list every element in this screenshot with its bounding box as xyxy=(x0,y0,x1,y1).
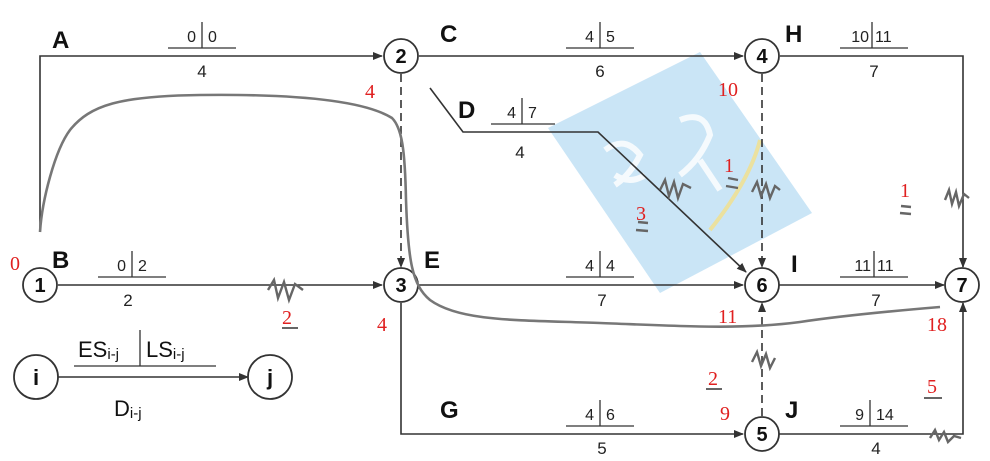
arrow-j xyxy=(779,302,967,435)
label-i: I xyxy=(791,251,798,278)
time-node-4: 10 xyxy=(718,79,738,101)
ls-h: 11 xyxy=(875,29,892,46)
free-float-marks xyxy=(266,176,970,445)
watermark xyxy=(548,52,812,293)
float-b: 2 xyxy=(282,307,292,329)
underline-marks xyxy=(282,327,942,399)
label-c: C xyxy=(440,21,457,48)
ls-a: 0 xyxy=(208,29,217,46)
legend-es-sub: i-j xyxy=(107,346,119,363)
node-4: 4 xyxy=(744,38,780,74)
es-e: 4 xyxy=(585,258,594,275)
params-e: 4 4 xyxy=(566,251,634,278)
params-j: 9 14 xyxy=(840,400,908,427)
float-g: 2 xyxy=(708,368,718,390)
legend-ls-sub: i-j xyxy=(173,346,185,363)
node-2: 2 xyxy=(383,38,419,74)
params-b: 0 2 xyxy=(98,251,166,278)
svg-text:6: 6 xyxy=(756,275,767,297)
legend-d-sub: i-j xyxy=(130,405,142,422)
dur-c: 6 xyxy=(595,62,604,81)
ls-i: 11 xyxy=(877,258,894,275)
params-c: 4 5 xyxy=(566,22,634,49)
svg-text:Di-j: Di-j xyxy=(114,396,142,422)
float-c: 1 xyxy=(724,155,734,177)
label-e: E xyxy=(424,247,440,274)
dur-i: 7 xyxy=(871,291,880,310)
label-b: B xyxy=(52,247,69,274)
params-i: 11 11 xyxy=(840,251,908,278)
time-annotations: 0 4 4 10 11 9 18 2 3 1 1 2 5 xyxy=(10,79,947,425)
svg-text:2: 2 xyxy=(395,46,406,68)
dur-g: 5 xyxy=(597,439,606,458)
ls-b: 2 xyxy=(138,258,147,275)
label-h: H xyxy=(785,21,802,48)
ls-e: 4 xyxy=(606,258,615,275)
legend-es: ES xyxy=(78,337,107,362)
dur-h: 7 xyxy=(869,62,878,81)
arrow-a xyxy=(39,52,383,232)
ls-d: 7 xyxy=(528,105,537,122)
es-a: 0 xyxy=(187,29,196,46)
node-5: 5 xyxy=(744,416,780,452)
critical-path-sketch xyxy=(38,93,941,328)
label-g: G xyxy=(440,397,459,424)
legend-ls: LS xyxy=(146,337,173,362)
label-j: J xyxy=(785,397,798,424)
time-node-7: 18 xyxy=(927,314,947,336)
es-j: 9 xyxy=(855,407,864,424)
legend-j: j xyxy=(266,365,273,390)
dur-j: 4 xyxy=(871,439,880,458)
ls-j: 14 xyxy=(876,407,894,424)
legend: i j ESi-j LSi-j Di-j xyxy=(13,330,293,422)
arrow-d xyxy=(429,87,747,273)
dur-e: 7 xyxy=(597,291,606,310)
params-d: 4 7 xyxy=(491,98,555,125)
es-i: 11 xyxy=(854,258,871,275)
node-7: 7 xyxy=(944,267,980,303)
svg-text:4: 4 xyxy=(756,46,768,68)
float-h: 1 xyxy=(900,180,910,202)
node-6: 6 xyxy=(744,267,780,303)
label-a: A xyxy=(52,27,69,54)
es-b: 0 xyxy=(117,258,126,275)
svg-text:LSi-j: LSi-j xyxy=(146,337,185,363)
params-g: 4 6 xyxy=(566,400,634,427)
float-d: 3 xyxy=(636,203,646,225)
arrow-g xyxy=(400,303,744,438)
time-node-2: 4 xyxy=(365,81,375,103)
dur-a: 4 xyxy=(197,62,206,81)
legend-i: i xyxy=(33,365,39,390)
es-d: 4 xyxy=(507,105,516,122)
es-c: 4 xyxy=(585,29,594,46)
svg-text:7: 7 xyxy=(956,275,967,297)
ls-c: 5 xyxy=(606,29,615,46)
es-g: 4 xyxy=(585,407,594,424)
time-node-5: 9 xyxy=(720,403,730,425)
label-d: D xyxy=(458,97,475,124)
svg-text:5: 5 xyxy=(756,424,767,446)
params-h: 10 11 xyxy=(840,22,908,49)
dur-b: 2 xyxy=(123,291,132,310)
ls-g: 6 xyxy=(606,407,615,424)
params-a: 0 0 xyxy=(168,22,236,49)
legend-d: D xyxy=(114,396,130,421)
svg-text:1: 1 xyxy=(34,275,45,297)
arrow-h xyxy=(780,55,967,268)
node-1: 1 xyxy=(22,267,58,303)
float-j: 5 xyxy=(927,376,937,398)
time-node-3: 4 xyxy=(377,314,387,336)
svg-text:ESi-j: ESi-j xyxy=(78,337,119,363)
time-node-6: 11 xyxy=(718,306,737,328)
es-h: 10 xyxy=(851,29,869,46)
dur-d: 4 xyxy=(515,143,524,162)
time-node-1: 0 xyxy=(10,253,20,275)
svg-text:3: 3 xyxy=(395,275,406,297)
